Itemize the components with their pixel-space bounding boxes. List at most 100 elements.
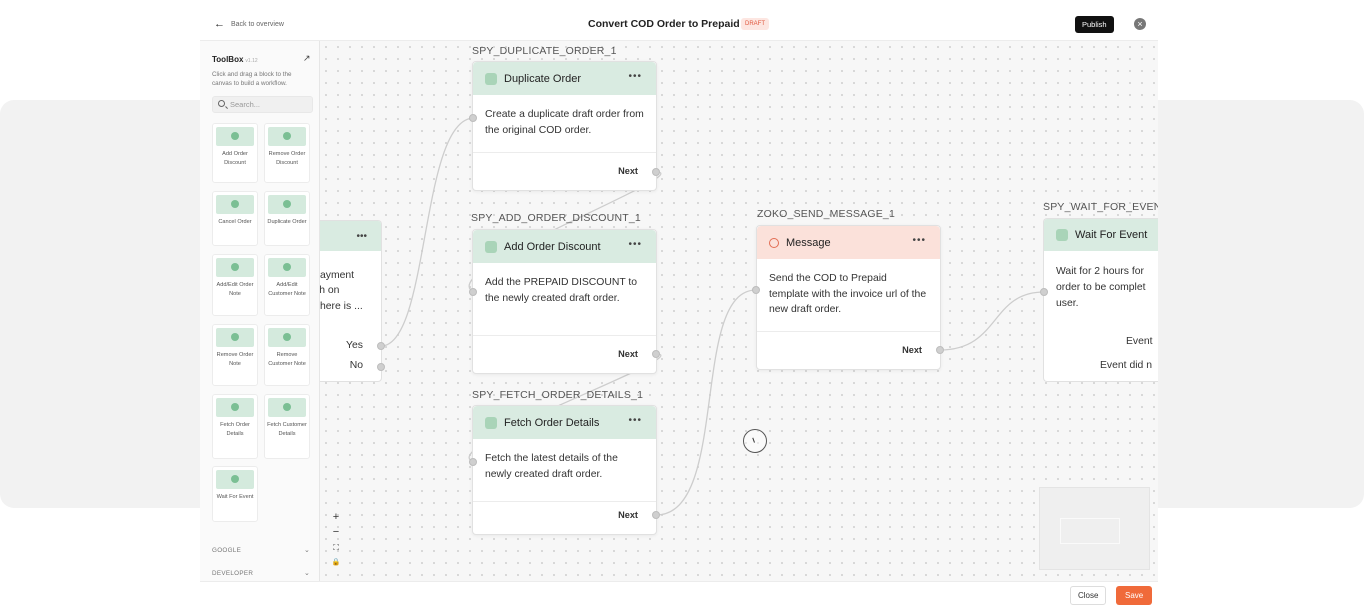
- zoom-out-icon[interactable]: −: [332, 526, 340, 538]
- node-header: Fetch Order Details •••: [473, 406, 656, 439]
- output-port[interactable]: [652, 350, 660, 358]
- toolbox-item-remove-order-discount[interactable]: Remove Order Discount: [264, 123, 310, 183]
- close-button[interactable]: Close: [1070, 586, 1107, 605]
- workflow-canvas[interactable]: [320, 41, 1158, 581]
- fit-view-icon[interactable]: ⛶: [333, 543, 339, 552]
- workflow-title: Convert COD Order to Prepaid: [588, 18, 740, 30]
- output-port[interactable]: [652, 511, 660, 519]
- output-yes-label: Yes: [346, 340, 363, 351]
- node-description-line: here is ...: [320, 301, 363, 312]
- toolbox-item-remove-customer-note[interactable]: Remove Customer Note: [264, 324, 310, 386]
- zoom-in-icon[interactable]: +: [332, 511, 340, 523]
- input-port[interactable]: [469, 458, 477, 466]
- output-port-yes[interactable]: [377, 342, 385, 350]
- node-description: Send the COD to Prepaid template with th…: [757, 259, 940, 332]
- tag-icon: [216, 127, 254, 146]
- output-port[interactable]: [652, 168, 660, 176]
- node-add-order-discount[interactable]: Add Order Discount ••• Add the PREPAID D…: [472, 229, 657, 374]
- chevron-down-icon[interactable]: ⌄: [304, 570, 310, 577]
- node-title: Fetch Order Details: [504, 416, 600, 429]
- more-options-icon[interactable]: •••: [628, 71, 642, 82]
- editor-footer: Close Save: [200, 581, 1158, 608]
- calendar-icon: [1056, 229, 1068, 241]
- toolbox-section-google[interactable]: GOOGLE: [212, 547, 242, 554]
- more-options-icon[interactable]: •••: [628, 239, 642, 250]
- toolbox-item-add-edit-customer-note[interactable]: Add/Edit Customer Note: [264, 254, 310, 316]
- tag-icon: [268, 127, 306, 146]
- toolbox-item-fetch-order-details[interactable]: Fetch Order Details: [212, 394, 258, 459]
- editor-header: ← Back to overview Convert COD Order to …: [200, 10, 1158, 41]
- more-options-icon[interactable]: •••: [912, 235, 926, 246]
- back-to-overview-link[interactable]: ← Back to overview: [214, 18, 284, 30]
- input-port[interactable]: [1040, 288, 1048, 296]
- cancel-icon: [216, 195, 254, 214]
- node-output-label: Next: [902, 345, 922, 355]
- node-send-message[interactable]: Message ••• Send the COD to Prepaid temp…: [756, 225, 941, 370]
- zoom-controls: + − ⛶ 🔒: [328, 510, 344, 570]
- expand-icon[interactable]: ↗: [303, 53, 311, 63]
- tag-icon: [485, 240, 497, 253]
- more-options-icon[interactable]: •••: [628, 415, 642, 426]
- user-icon: [268, 398, 306, 417]
- output-port-no[interactable]: [377, 363, 385, 371]
- node-description: Add the PREPAID DISCOUNT to the newly cr…: [473, 263, 656, 336]
- duplicate-icon: [268, 195, 306, 214]
- note-icon: [216, 328, 254, 347]
- fetch-icon: [216, 398, 254, 417]
- node-fetch-order-details[interactable]: Fetch Order Details ••• Fetch the latest…: [472, 405, 657, 535]
- toolbox-item-duplicate-order[interactable]: Duplicate Order: [264, 191, 310, 246]
- calendar-icon: [216, 470, 254, 489]
- node-output-label: Next: [618, 166, 638, 176]
- toolbox-item-cancel-order[interactable]: Cancel Order: [212, 191, 258, 246]
- node-title: Add Order Discount: [504, 240, 601, 253]
- toolbox-item-add-edit-order-note[interactable]: Add/Edit Order Note: [212, 254, 258, 316]
- node-header: Wait For Event: [1044, 219, 1158, 251]
- output-port[interactable]: [936, 346, 944, 354]
- arrow-left-icon: ←: [214, 18, 225, 30]
- search-icon: [218, 100, 225, 107]
- node-output-label: Event: [1126, 336, 1153, 347]
- fetch-icon: [485, 416, 497, 429]
- node-duplicate-order[interactable]: Duplicate Order ••• Create a duplicate d…: [472, 61, 657, 191]
- node-description-line: Wait for 2 hours for: [1056, 266, 1144, 277]
- input-port[interactable]: [752, 286, 760, 294]
- node-wait-for-event-partial[interactable]: Wait For Event Wait for 2 hours for orde…: [1043, 218, 1158, 382]
- lock-icon[interactable]: 🔒: [331, 559, 341, 566]
- chevron-down-icon[interactable]: ⌄: [304, 547, 310, 554]
- node-header: Add Order Discount •••: [473, 230, 656, 263]
- input-port[interactable]: [469, 288, 477, 296]
- node-title: Duplicate Order: [504, 72, 582, 85]
- node-id-label: SPY_DUPLICATE_ORDER_1: [472, 45, 617, 57]
- note-icon: [268, 328, 306, 347]
- toolbox-description: Click and drag a block to the canvas to …: [212, 71, 292, 87]
- node-id-label: ZOKO_SEND_MESSAGE_1: [757, 208, 896, 220]
- toolbox-version: v1.12: [245, 58, 258, 64]
- toolbox-item-remove-order-note[interactable]: Remove Order Note: [212, 324, 258, 386]
- cursor-icon: [743, 429, 767, 453]
- input-port[interactable]: [469, 114, 477, 122]
- output-no-label: No: [349, 360, 363, 371]
- node-description-line: ayment: [320, 270, 355, 281]
- minimap-viewport: [1060, 518, 1120, 544]
- node-description: Create a duplicate draft order from the …: [473, 95, 656, 153]
- node-description: Fetch the latest details of the newly cr…: [473, 439, 656, 502]
- back-label: Back to overview: [231, 20, 284, 28]
- toolbox-item-wait-for-event[interactable]: Wait For Event: [212, 466, 258, 522]
- save-button[interactable]: Save: [1116, 586, 1153, 605]
- node-description-line: sh on: [320, 285, 340, 296]
- condition-node-partial[interactable]: ••• ayment sh on here is ... Yes No: [320, 220, 382, 382]
- node-output-label: Next: [618, 510, 638, 520]
- toolbox-item-add-order-discount[interactable]: Add Order Discount: [212, 123, 258, 183]
- node-id-label: SPY_ADD_ORDER_DISCOUNT_1: [471, 212, 641, 224]
- toolbox-search-input[interactable]: Search...: [212, 96, 313, 113]
- publish-button[interactable]: Publish: [1075, 16, 1114, 33]
- node-id-label: SPY_FETCH_ORDER_DETAILS_1: [472, 389, 644, 401]
- node-description-line: user.: [1056, 298, 1079, 309]
- canvas-minimap[interactable]: [1039, 487, 1150, 570]
- close-icon[interactable]: ×: [1134, 18, 1146, 30]
- toolbox-section-developer[interactable]: DEVELOPER: [212, 570, 254, 577]
- more-options-icon[interactable]: •••: [356, 231, 367, 242]
- toolbox-item-fetch-customer-details[interactable]: Fetch Customer Details: [264, 394, 310, 459]
